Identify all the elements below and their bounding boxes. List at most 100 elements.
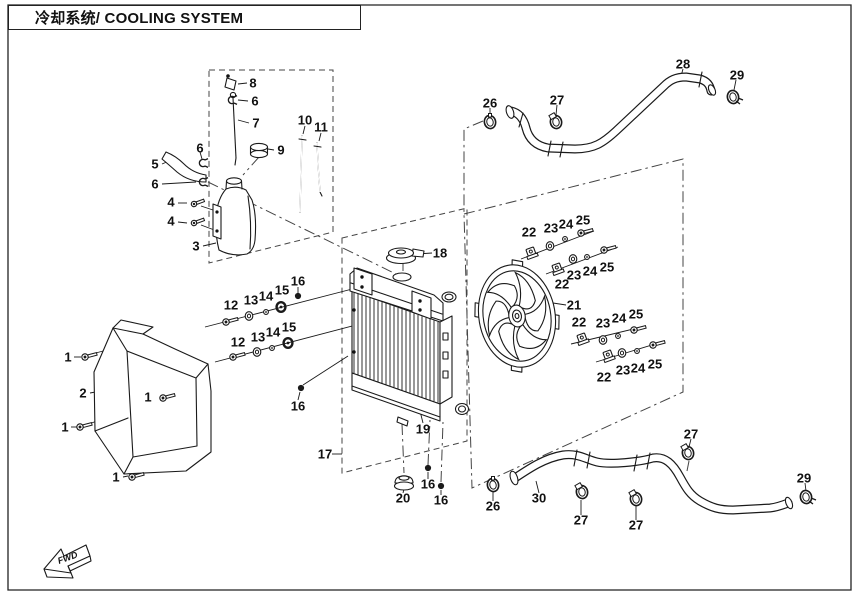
washer-glyph <box>599 336 607 345</box>
part-callout-16: 16 <box>290 273 306 289</box>
part-callout-22: 22 <box>596 369 612 385</box>
part-callout-18: 18 <box>432 245 448 261</box>
clamp27-glyph <box>575 483 589 500</box>
clamp26-glyph <box>486 477 500 493</box>
vent-hose-drawing <box>299 136 322 212</box>
radiator-cap-drawing <box>387 248 425 264</box>
part-callout-8: 8 <box>249 75 257 91</box>
part-callout-23: 23 <box>566 267 582 283</box>
dot-glyph <box>294 292 302 300</box>
clamp27-glyph <box>629 490 643 507</box>
bolt-glyph <box>630 324 647 334</box>
part-callout-3: 3 <box>192 238 200 254</box>
part-callout-24: 24 <box>582 263 598 279</box>
clip-glyph <box>228 96 237 105</box>
clamp29-glyph <box>726 89 743 104</box>
spacer-glyph <box>616 334 621 339</box>
lower-hose-drawing <box>509 450 795 510</box>
part-callout-22: 22 <box>571 314 587 330</box>
part-callout-29: 29 <box>729 67 745 83</box>
part-callout-28: 28 <box>675 56 691 72</box>
overflow-elbow-drawing <box>162 152 206 182</box>
washer-glyph <box>245 312 253 321</box>
reservoir-cap-drawing <box>251 143 268 157</box>
part-callout-27: 27 <box>683 426 699 442</box>
radiator-inlet <box>442 292 456 302</box>
reservoir-bracket <box>213 204 221 239</box>
part-callout-30: 30 <box>531 490 547 506</box>
fan-group-box <box>464 159 683 488</box>
centerlines <box>208 121 689 482</box>
group-boxes <box>209 70 683 488</box>
bolt-glyph <box>159 392 176 402</box>
part-callout-24: 24 <box>558 216 574 232</box>
part-callout-12: 12 <box>223 297 239 313</box>
washer-glyph <box>618 349 626 358</box>
bolt-glyph <box>222 316 239 326</box>
spacer-glyph <box>270 346 275 351</box>
part-callout-11: 11 <box>314 119 328 135</box>
grommet-glyph <box>284 338 293 348</box>
part-callout-7: 7 <box>252 115 260 131</box>
dot-glyph <box>297 384 305 392</box>
part-callout-27: 27 <box>549 92 565 108</box>
part-callout-12: 12 <box>230 334 246 350</box>
part-callout-13: 13 <box>243 292 259 308</box>
clamp27-glyph <box>549 113 563 130</box>
mount-glyph <box>550 262 564 275</box>
spacer-glyph <box>635 349 640 354</box>
bolt-glyph <box>76 421 93 431</box>
part-callout-16: 16 <box>290 398 306 414</box>
part-callout-16: 16 <box>433 492 449 508</box>
title-block: 冷却系统/ COOLING SYSTEM <box>8 5 361 30</box>
washer-glyph <box>253 348 261 357</box>
mount-glyph <box>524 246 538 259</box>
part-callout-27: 27 <box>573 512 589 528</box>
part-callout-22: 22 <box>521 224 537 240</box>
bolt-glyph <box>649 339 666 349</box>
part-callout-19: 19 <box>415 421 431 437</box>
part-callout-22: 22 <box>554 276 570 292</box>
part-callout-23: 23 <box>615 362 631 378</box>
screw-glyph <box>191 217 205 227</box>
bolt-glyph <box>229 351 246 361</box>
clip-glyph <box>199 178 208 187</box>
spacer-glyph <box>563 237 568 242</box>
page-title: 冷却系统/ COOLING SYSTEM <box>35 10 244 27</box>
washer-glyph <box>546 242 554 251</box>
fan-drawing <box>466 253 567 378</box>
hardware-glyphs <box>76 89 816 506</box>
part-callout-6: 6 <box>251 93 259 109</box>
part-callout-21: 21 <box>566 297 582 313</box>
part-callout-14: 14 <box>258 288 274 304</box>
upper-hose-drawing <box>505 72 717 157</box>
mount-glyph <box>575 332 589 345</box>
drain-plug-drawing <box>395 476 414 490</box>
bolt-glyph <box>577 227 594 237</box>
part-callout-15: 15 <box>274 282 290 298</box>
washer-glyph <box>569 255 577 264</box>
part-callout-6: 6 <box>151 176 159 192</box>
part-callout-4: 4 <box>167 194 175 210</box>
grommet-glyph <box>277 302 286 312</box>
part-callout-24: 24 <box>611 310 627 326</box>
part-callout-1: 1 <box>144 389 152 405</box>
part-callout-17: 17 <box>317 446 333 462</box>
dot-glyph <box>424 464 432 472</box>
part-callout-1: 1 <box>61 419 69 435</box>
radiator-drawing <box>350 248 469 490</box>
shroud-drawing <box>94 320 211 474</box>
part-callout-14: 14 <box>265 324 281 340</box>
part-callout-5: 5 <box>151 156 159 172</box>
part-callout-25: 25 <box>599 259 615 275</box>
part-callout-25: 25 <box>647 356 663 372</box>
part-callout-1: 1 <box>64 349 72 365</box>
part-callout-25: 25 <box>575 212 591 228</box>
part-callout-25: 25 <box>628 306 644 322</box>
bolt-glyph <box>128 471 145 481</box>
part-callout-16: 16 <box>420 476 436 492</box>
part-callout-23: 23 <box>543 220 559 236</box>
clip-glyph <box>199 159 208 168</box>
part-callout-9: 9 <box>277 142 285 158</box>
